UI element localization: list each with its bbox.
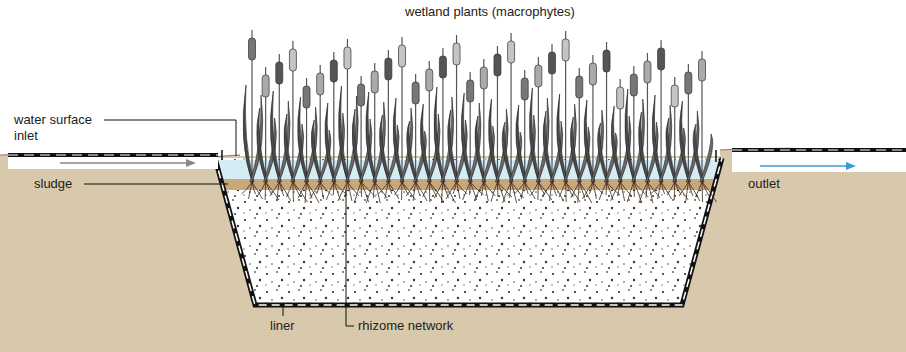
leader-line [346, 190, 354, 326]
title-label: wetland plants (macrophytes) [405, 4, 575, 20]
macrophytes [242, 30, 717, 203]
outlet-pipe [732, 150, 906, 172]
leader-line [104, 120, 236, 156]
inlet-pipe [8, 153, 218, 157]
outlet-pipe [732, 148, 906, 152]
outlet-wall [715, 150, 717, 162]
flow-arrow [60, 162, 188, 164]
inlet-pipe [8, 154, 218, 155]
part-label: sludge [34, 176, 72, 192]
flow-arrow [760, 165, 848, 167]
part-label: liner [270, 318, 295, 334]
inlet-wall [221, 150, 223, 160]
part-label: inlet [14, 128, 38, 144]
part-label: outlet [748, 176, 780, 192]
part-label: water surface [14, 112, 92, 128]
flow-arrow [846, 162, 856, 170]
ground [720, 148, 906, 352]
inlet-pipe [8, 155, 218, 169]
leader-line [283, 307, 284, 316]
flow-arrow [186, 159, 196, 167]
outlet-pipe [732, 149, 906, 150]
ground [200, 156, 760, 352]
part-label: rhizome network [358, 318, 453, 334]
leader-line [84, 184, 228, 185]
